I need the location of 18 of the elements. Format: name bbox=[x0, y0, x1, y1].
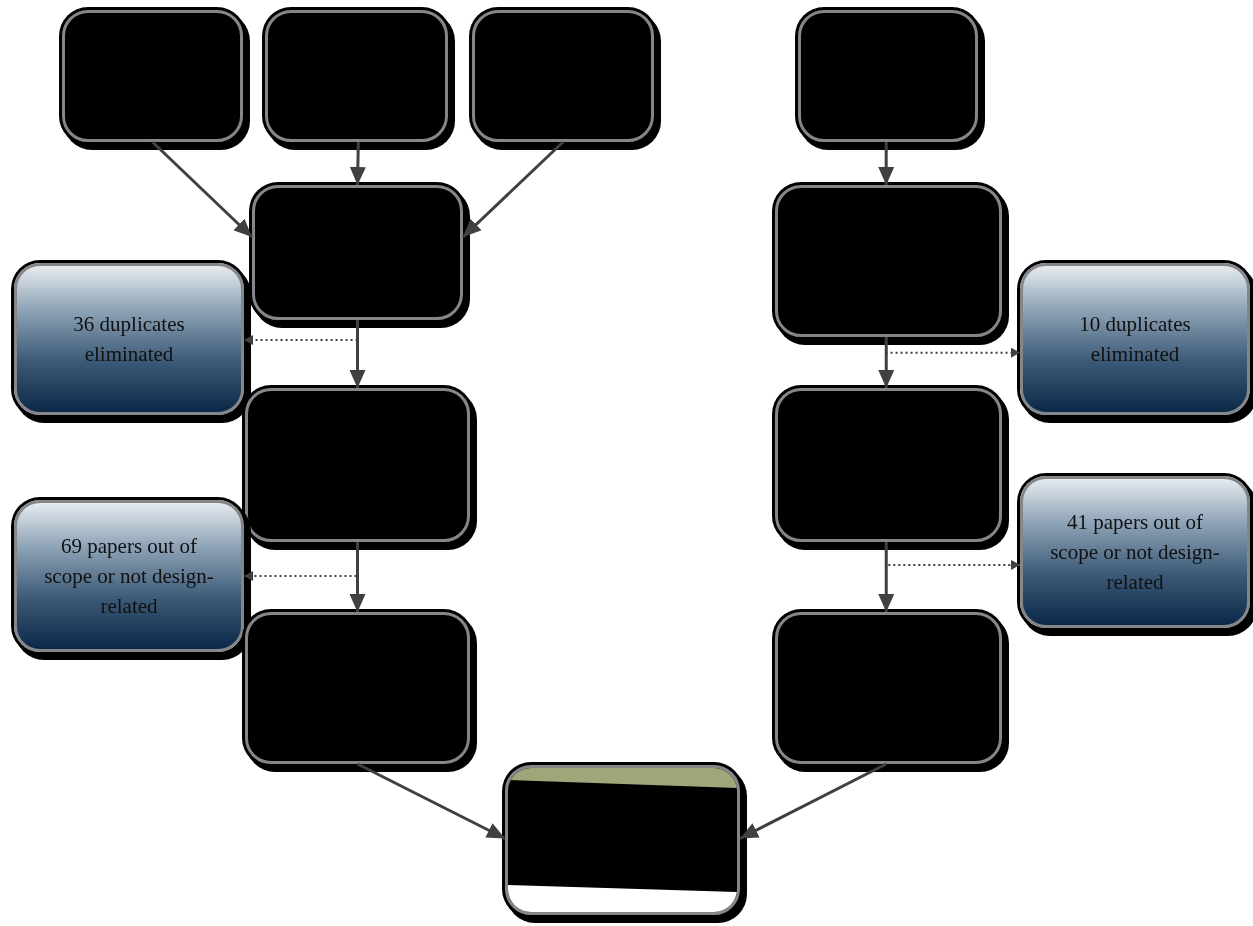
arrow bbox=[878, 337, 895, 388]
arrow bbox=[349, 320, 366, 388]
arrow bbox=[461, 140, 565, 239]
exclusion-text: 10 duplicates eliminated bbox=[1078, 311, 1192, 368]
exclusion-text: 36 duplicates eliminated bbox=[72, 311, 186, 368]
dotted-arrow bbox=[243, 319, 359, 346]
arrow bbox=[878, 142, 895, 185]
arrow bbox=[739, 762, 887, 840]
arrow bbox=[878, 542, 895, 612]
arrow bbox=[356, 762, 506, 840]
exclusion-text: 69 papers out of scope or not design-related bbox=[43, 533, 215, 620]
exclusion-text: 41 papers out of scope or not design-related bbox=[1049, 509, 1221, 596]
arrow bbox=[349, 542, 366, 612]
arrow bbox=[151, 140, 254, 239]
dotted-arrow bbox=[243, 541, 359, 581]
arrow bbox=[349, 141, 366, 186]
dotted-arrow bbox=[885, 541, 1021, 570]
dotted-arrow bbox=[885, 336, 1021, 358]
